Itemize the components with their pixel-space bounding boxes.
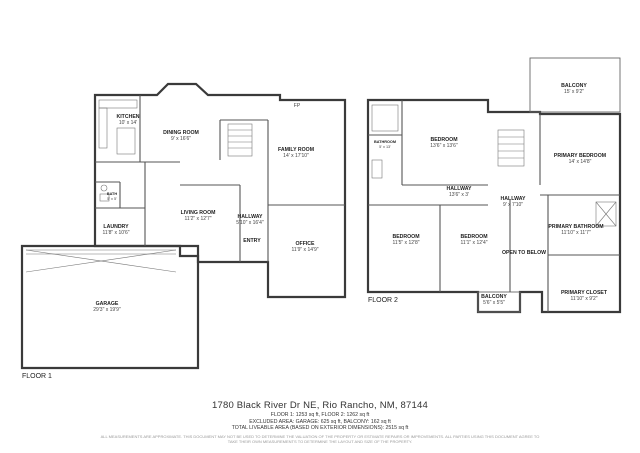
room-laundry-name: LAUNDRY: [103, 224, 129, 230]
excluded-area-summary: EXCLUDED AREA: GARAGE: 625 sq ft, BALCON…: [249, 418, 391, 425]
room-open-to-below: OPEN TO BELOW: [502, 250, 546, 256]
garage-door: [25, 249, 177, 273]
room-primary-closet-name: PRIMARY CLOSET: [561, 290, 608, 296]
room-bedroom3-dims: 11'1" x 12'4": [460, 240, 487, 246]
room-bedroom1-dims: 13'6" x 13'6": [430, 143, 458, 149]
room-hallway-a-name: HALLWAY: [447, 186, 472, 192]
room-balcony-bottom-dims: 5'6" x 5'5": [483, 300, 505, 306]
room-garage-dims: 29'3" x 19'9": [93, 307, 121, 313]
room-hallway-a-dims: 13'6" x 3': [449, 192, 469, 198]
room-family-name: FAMILY ROOM: [278, 147, 314, 153]
room-hallway-b-name: HALLWAY: [501, 196, 526, 202]
floor2-stairs: [497, 129, 525, 167]
entry-tag: ENTRY: [243, 238, 261, 244]
room-bedroom1-name: BEDROOM: [430, 137, 457, 143]
room-primary-bedroom-dims: 14' x 14'8": [569, 159, 592, 165]
fireplace-tag: FP: [294, 103, 301, 109]
floor1-title: FLOOR 1: [22, 373, 52, 380]
room-living-dims: 11'2" x 12'7": [184, 216, 211, 222]
floor2-interior-walls: [368, 100, 620, 312]
room-dining-name: DINING ROOM: [163, 130, 199, 136]
room-primary-bedroom-name: PRIMARY BEDROOM: [554, 153, 606, 159]
room-kitchen-name: KITCHEN: [116, 114, 139, 120]
room-balcony-top-name: BALCONY: [561, 83, 587, 89]
room-bedroom3-name: BEDROOM: [460, 234, 487, 240]
room-family-dims: 14' x 17'10": [283, 153, 309, 159]
room-hallway-dims: 5'10" x 16'4": [236, 220, 264, 226]
room-bath-name: BATH: [107, 192, 118, 196]
floor1-stairs: [227, 123, 253, 157]
room-garage-name: GARAGE: [96, 301, 119, 307]
room-office-name: OFFICE: [295, 241, 315, 247]
room-living-name: LIVING ROOM: [181, 210, 216, 216]
floor1-walls: [20, 82, 347, 370]
room-laundry-dims: 11'8" x 10'6": [102, 230, 129, 236]
room-bedroom2-name: BEDROOM: [392, 234, 419, 240]
total-area-summary: TOTAL LIVEABLE AREA (BASED ON EXTERIOR D…: [231, 425, 409, 431]
room-primary-bath-name: PRIMARY BATHROOM: [548, 224, 603, 230]
floor2-walls: [366, 98, 622, 314]
floor-area-summary: FLOOR 1: 1253 sq ft, FLOOR 2: 1262 sq ft: [270, 412, 370, 418]
room-hallway-name: HALLWAY: [238, 214, 263, 220]
floor2-title: FLOOR 2: [368, 297, 398, 304]
room-office-dims: 11'9" x 14'9": [291, 247, 318, 253]
room-bath-dims: 5' x 5': [107, 197, 117, 201]
bath-fixtures: [371, 104, 617, 227]
kitchen-fixtures: [98, 99, 138, 202]
room-bedroom2-dims: 11'5" x 12'8": [392, 240, 419, 246]
room-balcony-bottom-name: BALCONY: [481, 294, 507, 300]
room-dining-dims: 9' x 16'6": [171, 136, 191, 142]
property-address: 1780 Black River Dr NE, Rio Rancho, NM, …: [212, 400, 428, 411]
room-hallway-b-dims: 9' x 7'10": [503, 202, 523, 208]
room-bathroom-dims: 5' x 13': [379, 145, 391, 149]
disclaimer-text: ALL MEASUREMENTS ARE APPROXIMATE. THIS D…: [100, 434, 540, 444]
room-balcony-top-dims: 15' x 9'2": [564, 89, 584, 95]
floor2-balconies: [477, 57, 621, 313]
floor1-interior-walls: [95, 95, 345, 262]
room-bathroom-name: BATHROOM: [374, 140, 396, 144]
room-kitchen-dims: 10' x 14': [119, 120, 137, 126]
room-primary-closet-dims: 11'10" x 9'2": [570, 296, 597, 302]
room-primary-bath-dims: 11'10" x 11'7": [561, 230, 591, 236]
